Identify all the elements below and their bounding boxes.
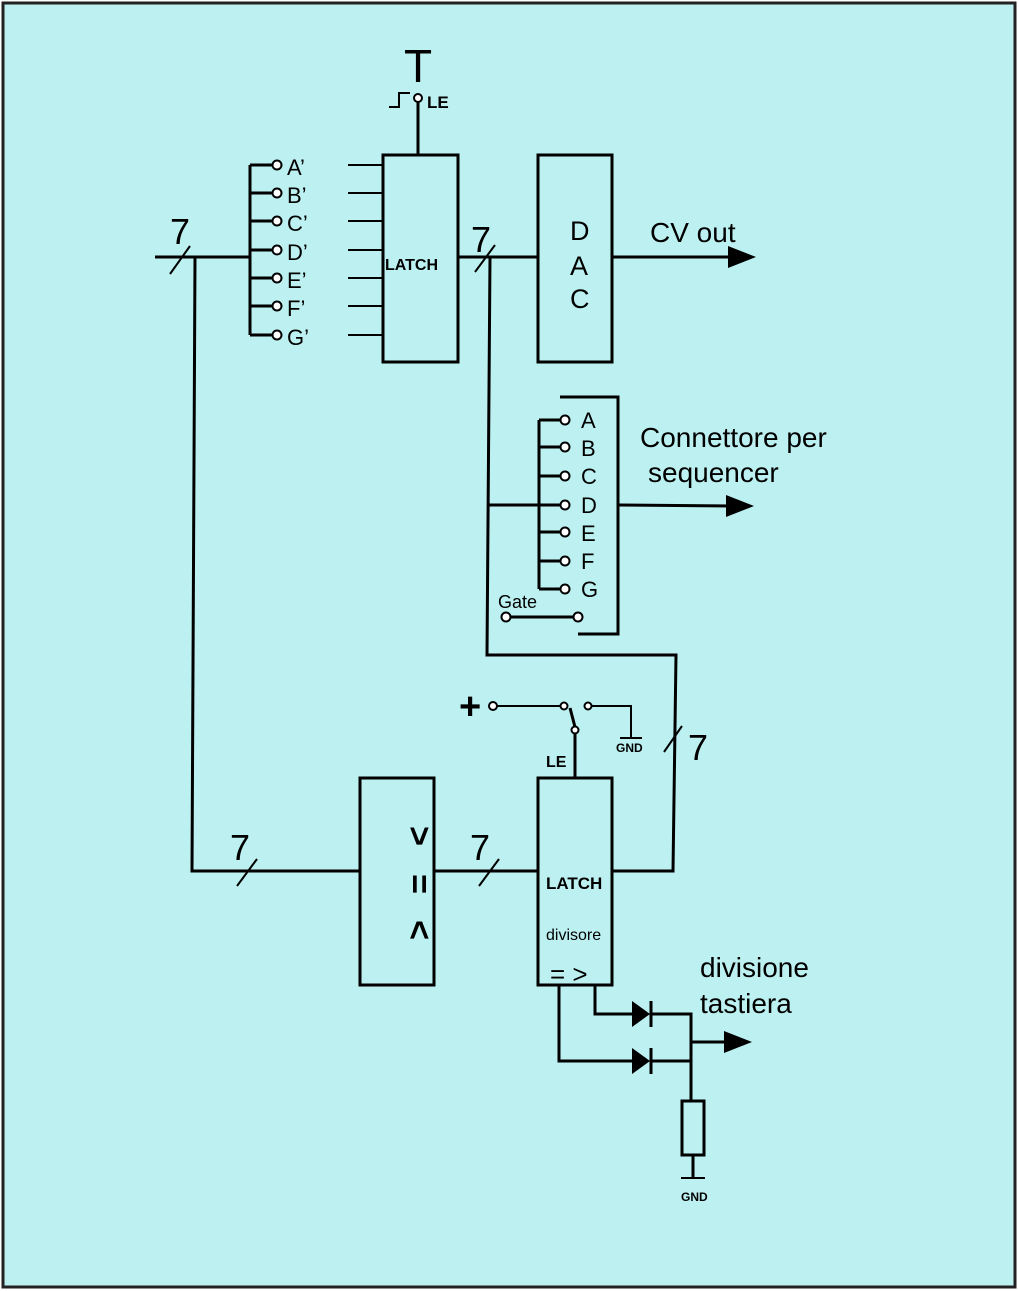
pin-label-c-prime: C’ [287,211,308,236]
bottom-latch-block [536,776,614,987]
sequencer-connector: A B C D E F G Gate Connettore per sequen… [487,395,827,636]
comparator-block [358,776,436,987]
comparator-symbol-eq: = [400,874,438,894]
connector-pin-f: F [581,549,594,574]
feedback-bus [485,256,678,873]
bus-comparator-to-latch: 7 [434,827,538,887]
bus-width-top-right: 7 [471,219,491,260]
bus-width-bottom-mid: 7 [470,827,490,868]
bus-width-right: 7 [688,727,708,768]
latch-input-stubs [348,164,383,336]
connector-pin-c: C [581,464,597,489]
pin-label-g-prime: G’ [287,325,309,350]
bottom-latch-outputs: = > [550,959,588,989]
connector-pin-d: D [581,493,597,518]
gate-label: Gate [498,592,537,612]
connector-pin-b: B [581,436,596,461]
le-label-bottom: LE [546,754,567,771]
cv-output: CV out [612,217,756,268]
pin-label-a-prime: A’ [287,155,305,180]
pin-label-e-prime: E’ [287,268,307,293]
dac-letter-a: A [570,251,588,281]
bus-width-top-left: 7 [170,211,190,252]
gnd-label-resistor: GND [681,1190,708,1204]
bottom-latch-label: LATCH [546,874,602,893]
plus-label: + [459,686,481,728]
top-latch-block [381,153,460,364]
comparator-symbol-gt: > [400,826,438,846]
output-label-line1: divisione [700,952,809,983]
le-switch: + GND LE [459,686,643,778]
top-latch-label: LATCH [385,257,438,274]
connector-label-line1: Connettore per [640,422,827,453]
bus-latch-to-dac: 7 [458,219,538,273]
dac-letter-d: D [570,216,590,246]
cv-out-label: CV out [650,217,736,248]
bottom-latch-sublabel: divisore [546,927,601,944]
pin-label-d-prime: D’ [287,240,308,265]
connector-pin-a: A [581,408,596,433]
connector-label-line2: sequencer [648,457,779,488]
connector-pin-g: G [581,577,598,602]
pin-label-f-prime: F’ [287,296,305,321]
output-label-line2: tastiera [700,988,792,1019]
bus-to-comparator: 7 [190,256,360,887]
comparator-symbol-lt: < [400,920,438,940]
le-label-top: LE [427,93,449,112]
bus-width-bottom-left: 7 [230,827,250,868]
diode-output: GND divisione tastiera [557,952,809,1204]
latch-enable-trigger: T LE [389,40,449,155]
connector-pin-e: E [581,521,596,546]
trigger-label: T [404,40,432,92]
comparator-symbols: > = < [400,826,438,940]
dac-letter-c: C [570,284,590,314]
input-pins: A’ B’ C’ D’ E’ F’ G’ [250,155,309,350]
gnd-label-switch: GND [616,741,643,755]
pin-label-b-prime: B’ [287,183,307,208]
